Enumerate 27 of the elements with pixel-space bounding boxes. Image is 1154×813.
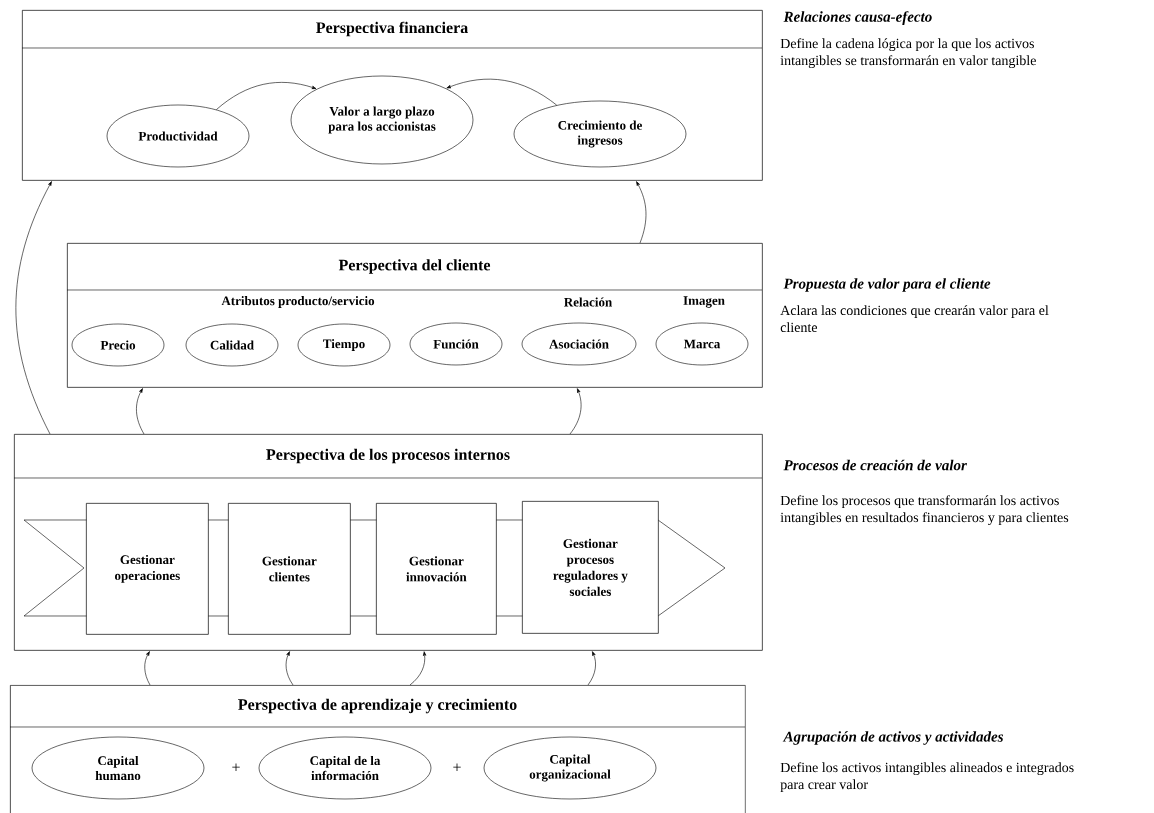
column-heading: Imagen: [683, 296, 725, 308]
side-heading: Agrupación de activos y actividades: [782, 731, 1004, 745]
process-box: Gestionar procesos reguladores y sociales: [522, 501, 659, 634]
arrow: [409, 651, 427, 686]
arrow: [446, 78, 558, 106]
side-note: Define la cadena lógica por la que los activos intangibles se transformarán en valor tangible: [780, 38, 1036, 69]
arrow: [569, 388, 582, 435]
arrow: [144, 651, 151, 686]
arrow: [636, 181, 647, 244]
process-box: Gestionar innovación: [376, 503, 497, 635]
column-heading: Relación: [564, 297, 612, 307]
arrow: [216, 82, 317, 110]
side-heading: Relaciones causa-efecto: [783, 11, 932, 25]
side-heading: Propuesta de valor para el cliente: [783, 278, 991, 292]
arrow: [285, 651, 294, 686]
side-heading: Procesos de creación de valor: [783, 459, 967, 471]
side-note: Aclara las condiciones que crearán valor para el cliente: [780, 305, 1049, 333]
process-box: Gestionar operaciones: [86, 503, 209, 635]
plus-sign: +: [232, 763, 240, 771]
plus-sign: +: [453, 763, 461, 771]
arrow: [15, 181, 52, 435]
process-box: Gestionar clientes: [228, 503, 351, 635]
side-note: Define los activos intangibles alineados e integrados para crear valor: [780, 762, 1074, 793]
column-heading: Atributos producto/servicio: [221, 296, 375, 308]
side-note: Define los procesos que transformarán los activos intangibles en resultados financieros y para clientes: [780, 495, 1069, 526]
arrow: [136, 388, 145, 435]
arrow: [587, 651, 596, 686]
